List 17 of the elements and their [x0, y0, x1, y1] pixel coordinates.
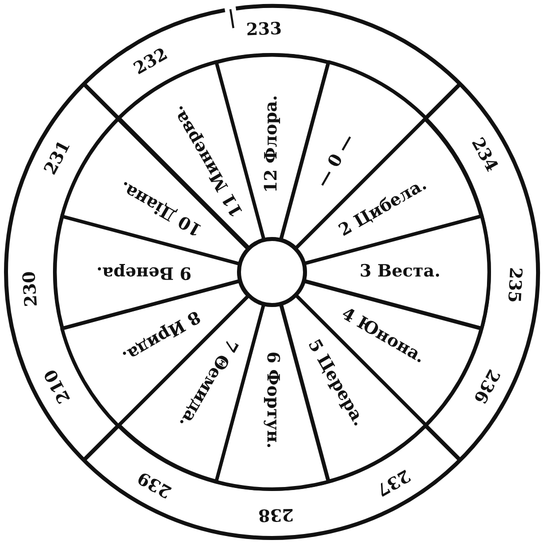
sector-label: 3 Веста.	[360, 262, 440, 282]
ring-number: 210	[42, 366, 75, 406]
sector-label: 9 Венера.	[96, 262, 192, 282]
ring-number: 236	[469, 366, 502, 406]
sector-label: — 0 —	[313, 132, 358, 191]
ring-number: 238	[258, 504, 294, 524]
ring-number: 232	[130, 45, 172, 80]
ring-number: 239	[134, 466, 175, 500]
ring-number: 234	[466, 134, 500, 175]
ring-number: 233	[245, 20, 282, 40]
sector-label: 6 Фортун.	[262, 352, 282, 448]
ring-number: 230	[20, 270, 42, 308]
ring-number: 231	[42, 138, 75, 178]
ring-number: 237	[372, 464, 414, 499]
sector-label: 12 Флора.	[262, 95, 282, 193]
sector-wedge	[280, 62, 426, 249]
ring-number: 235	[503, 266, 524, 303]
